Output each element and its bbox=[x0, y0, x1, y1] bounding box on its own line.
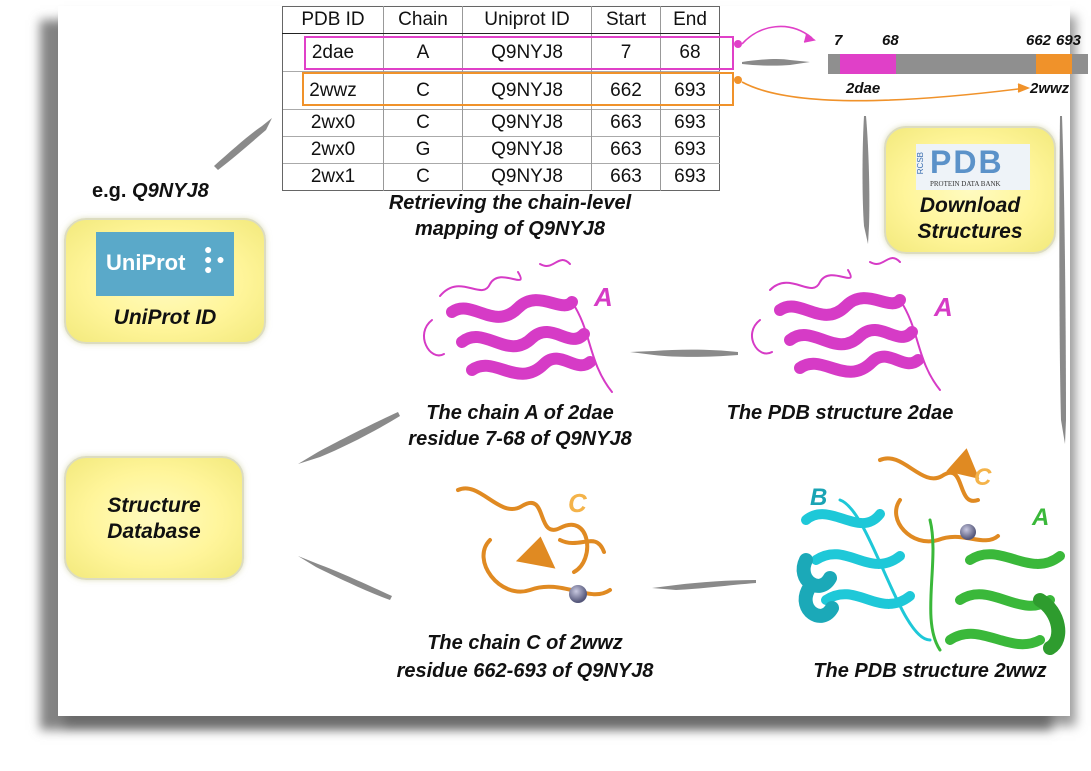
pdb-2wwz-label-a: A bbox=[1032, 504, 1050, 531]
uniprot-label: UniProt ID bbox=[113, 306, 217, 329]
cell-chain: C bbox=[383, 71, 463, 110]
tick-7: 7 bbox=[834, 32, 843, 49]
segment-2wwz bbox=[1036, 54, 1072, 74]
cell-start: 663 bbox=[591, 163, 661, 191]
cell-uniprot-id: Q9NYJ8 bbox=[462, 163, 592, 191]
cell-uniprot-id: Q9NYJ8 bbox=[462, 33, 592, 72]
cell-pdb-id: 2wx1 bbox=[282, 163, 384, 191]
cell-pdb-id: 2wx0 bbox=[282, 136, 384, 164]
pdb-2wwz-label-b: B bbox=[810, 484, 828, 511]
table-row: 2wx1 C Q9NYJ8 663 693 bbox=[282, 163, 720, 191]
highlight-row-2wwz bbox=[302, 72, 734, 106]
cell-end: 68 bbox=[660, 33, 720, 72]
cell-end: 693 bbox=[660, 71, 720, 110]
uniprot-logo-text: UniProt bbox=[106, 250, 186, 275]
chain-c-label: C bbox=[568, 488, 587, 518]
cell-chain: C bbox=[383, 109, 463, 137]
sequence-bar bbox=[828, 54, 1088, 74]
table-caption-line2: mapping of Q9NYJ8 bbox=[414, 218, 606, 240]
tick-693: 693 bbox=[1056, 32, 1082, 49]
cell-uniprot-id: Q9NYJ8 bbox=[462, 71, 592, 110]
pdb-label-line1: Download bbox=[919, 194, 1021, 217]
pdb-logo-sub: PROTEIN DATA BANK bbox=[930, 180, 1001, 188]
arrow-chain-a-to-database bbox=[298, 412, 400, 464]
arrow-chain-c-to-database bbox=[298, 556, 392, 600]
pdb-logo-side: RCSB bbox=[916, 152, 925, 175]
table-row: 2wx0 C Q9NYJ8 663 693 bbox=[282, 109, 720, 137]
structure-2wwz-pdb bbox=[796, 448, 1066, 655]
arrow-to-table bbox=[214, 118, 272, 170]
structure-database-box: Structure Database bbox=[64, 456, 244, 580]
segment-2dae-label: 2dae bbox=[846, 80, 881, 97]
header-end: End bbox=[660, 6, 720, 34]
example-id: Q9NYJ8 bbox=[132, 180, 209, 202]
chain-a-caption-line2: residue 7-68 of Q9NYJ8 bbox=[408, 428, 632, 450]
cell-pdb-id: 2dae bbox=[282, 33, 384, 72]
segment-2dae bbox=[840, 54, 896, 74]
database-line2: Database bbox=[107, 520, 201, 543]
tick-68: 68 bbox=[882, 32, 899, 49]
pdb-box: RCSB PDB PROTEIN DATA BANK Download Stru… bbox=[884, 126, 1056, 254]
pdb-logo-text: PDB bbox=[930, 144, 1004, 180]
cell-start: 7 bbox=[591, 33, 661, 72]
cell-chain: C bbox=[383, 163, 463, 191]
flow-arrows bbox=[214, 58, 1066, 600]
cell-end: 693 bbox=[660, 136, 720, 164]
example-label: e.g. Q9NYJ8 bbox=[92, 180, 209, 203]
chain-c-caption-line2: residue 662-693 of Q9NYJ8 bbox=[396, 660, 654, 682]
chain-a-label: A bbox=[594, 282, 613, 312]
table-row: 2wx0 G Q9NYJ8 663 693 bbox=[282, 136, 720, 164]
pdb-logo: RCSB PDB PROTEIN DATA BANK bbox=[916, 144, 1030, 190]
arrow-2dae-to-chain-a bbox=[630, 349, 738, 357]
pdb-2wwz-label-c: C bbox=[974, 464, 992, 491]
pdb-2wwz-caption: The PDB structure 2wwz bbox=[813, 660, 1047, 682]
pdb-2dae-chain-label: A bbox=[934, 292, 953, 322]
structure-2wwz-chain-c bbox=[456, 486, 612, 597]
structure-2dae-chain-a bbox=[423, 259, 613, 393]
chain-mapping-table: PDB ID Chain Uniprot ID Start End 2dae A… bbox=[282, 6, 720, 191]
chain-c-caption-line1: The chain C of 2wwz bbox=[427, 632, 623, 654]
cell-chain: A bbox=[383, 33, 463, 72]
header-chain: Chain bbox=[383, 6, 463, 34]
uniprot-box: UniProt ●● ●● UniProt ID bbox=[64, 218, 266, 344]
cell-pdb-id: 2wx0 bbox=[282, 109, 384, 137]
arrow-2wwz-to-chain-c bbox=[652, 580, 756, 590]
cell-start: 663 bbox=[591, 136, 661, 164]
cell-chain: G bbox=[383, 136, 463, 164]
database-line1: Structure bbox=[107, 494, 201, 517]
uniprot-logo: UniProt ●● ●● bbox=[96, 232, 234, 296]
cell-uniprot-id: Q9NYJ8 bbox=[462, 109, 592, 137]
uniprot-dots-icon: ●● ●● bbox=[204, 241, 225, 277]
mapping-arrows bbox=[734, 25, 1031, 102]
arrow-down-to-2wwz bbox=[1059, 116, 1066, 444]
header-pdb-id: PDB ID bbox=[282, 6, 384, 34]
example-prefix: e.g. bbox=[92, 180, 127, 202]
header-start: Start bbox=[591, 6, 661, 34]
table-caption-line1: Retrieving the chain-level bbox=[388, 192, 632, 214]
metal-ion-2wwz bbox=[960, 524, 976, 540]
table-row: 2dae A Q9NYJ8 7 68 bbox=[282, 33, 720, 72]
arrow-down-to-2dae bbox=[862, 116, 870, 244]
cell-end: 693 bbox=[660, 109, 720, 137]
header-uniprot-id: Uniprot ID bbox=[462, 6, 592, 34]
metal-ion-chain-c bbox=[569, 585, 587, 603]
cell-uniprot-id: Q9NYJ8 bbox=[462, 136, 592, 164]
cell-start: 663 bbox=[591, 109, 661, 137]
structure-2dae-pdb bbox=[751, 257, 941, 391]
highlight-row-2dae bbox=[304, 36, 734, 70]
chain-a-caption-line1: The chain A of 2dae bbox=[426, 402, 614, 424]
table-header-row: PDB ID Chain Uniprot ID Start End bbox=[282, 6, 720, 34]
cell-pdb-id: 2wwz bbox=[282, 71, 384, 110]
tick-662: 662 bbox=[1026, 32, 1052, 49]
table-row: 2wwz C Q9NYJ8 662 693 bbox=[282, 71, 720, 110]
arrow-to-sequence-bar bbox=[742, 58, 810, 66]
segment-2wwz-label: 2wwz bbox=[1030, 80, 1070, 97]
pdb-label-line2: Structures bbox=[917, 220, 1023, 243]
pdb-2dae-caption: The PDB structure 2dae bbox=[726, 402, 954, 424]
cell-end: 693 bbox=[660, 163, 720, 191]
